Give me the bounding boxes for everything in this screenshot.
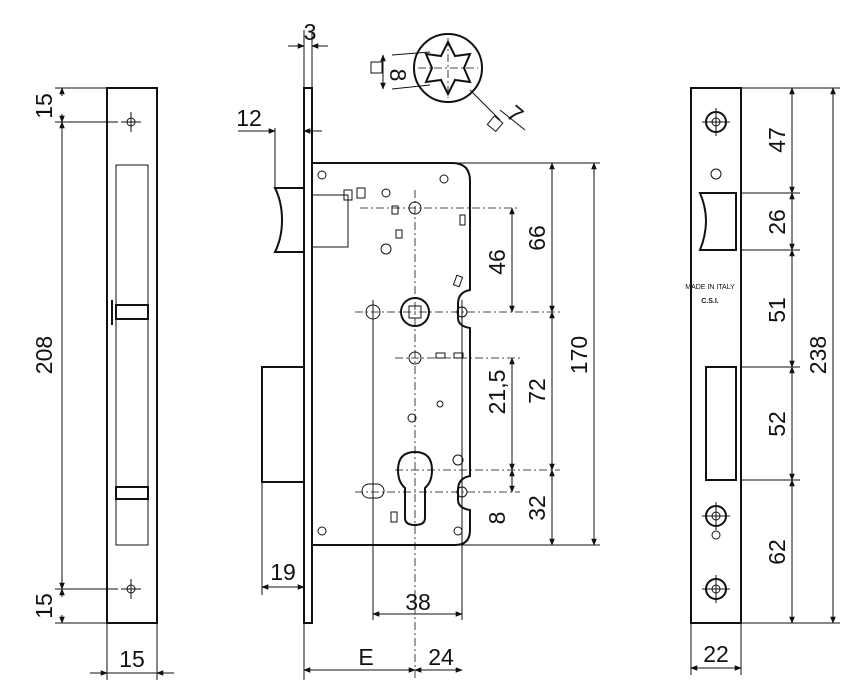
label-square-8: 8 [385, 69, 411, 82]
label-square-7: 7 [502, 100, 529, 128]
label-8: 8 [484, 512, 510, 525]
case-rivet [439, 174, 449, 184]
latch-bolt [273, 187, 305, 253]
left-faceplate-view: 15 208 15 15 [31, 87, 174, 680]
label-62: 62 [764, 539, 790, 565]
label-26: 26 [764, 209, 790, 235]
label-right-width: 22 [703, 641, 729, 667]
label-72: 72 [524, 378, 550, 404]
lock-case [311, 162, 471, 546]
label-52: 52 [764, 411, 790, 437]
label-left-bottom: 15 [31, 593, 57, 619]
spindle-follower [413, 33, 483, 103]
label-24: 24 [428, 644, 454, 670]
label-66: 66 [524, 225, 550, 251]
label-backset-e: E [358, 644, 373, 670]
label-47: 47 [764, 127, 790, 153]
left-latch-segment [115, 304, 149, 320]
brand-made-in-italy: MADE IN ITALY [685, 284, 735, 291]
right-bolt-opening [705, 366, 737, 481]
label-latch-projection: 12 [236, 105, 262, 131]
label-left-top: 15 [31, 93, 57, 119]
right-faceplate-outline [690, 87, 742, 624]
label-32: 32 [524, 495, 550, 521]
case-rivet [317, 526, 327, 536]
label-46: 46 [484, 249, 510, 275]
spindle-detail: 8 7 [370, 33, 529, 133]
left-inner-slot [115, 164, 149, 546]
label-deadbolt-projection: 19 [270, 559, 296, 585]
forend-plate [303, 87, 313, 624]
label-left-height: 208 [31, 336, 57, 374]
deadbolt [261, 366, 305, 483]
case-rivet [317, 170, 327, 180]
right-latch-opening [698, 192, 737, 251]
right-faceplate-view: MADE IN ITALY C.S.I. 47 26 51 52 62 238 … [685, 87, 840, 675]
label-21-5: 21,5 [484, 370, 510, 415]
label-170: 170 [566, 336, 592, 374]
left-bolt-segment [115, 486, 149, 500]
label-left-width: 15 [119, 646, 145, 672]
label-51: 51 [764, 297, 790, 323]
label-238: 238 [805, 336, 831, 374]
case-rivet [453, 526, 463, 536]
square-symbol-2 [486, 115, 504, 133]
label-thickness: 3 [304, 19, 317, 45]
center-lock-view: 3 12 19 38 E 24 46 66 21,5 72 170 8 [236, 19, 600, 680]
square-symbol [370, 61, 383, 74]
label-38: 38 [405, 589, 431, 615]
left-faceplate-outline [106, 87, 158, 624]
latch-housing [311, 194, 349, 248]
brand-logo: C.S.I. [701, 298, 719, 305]
